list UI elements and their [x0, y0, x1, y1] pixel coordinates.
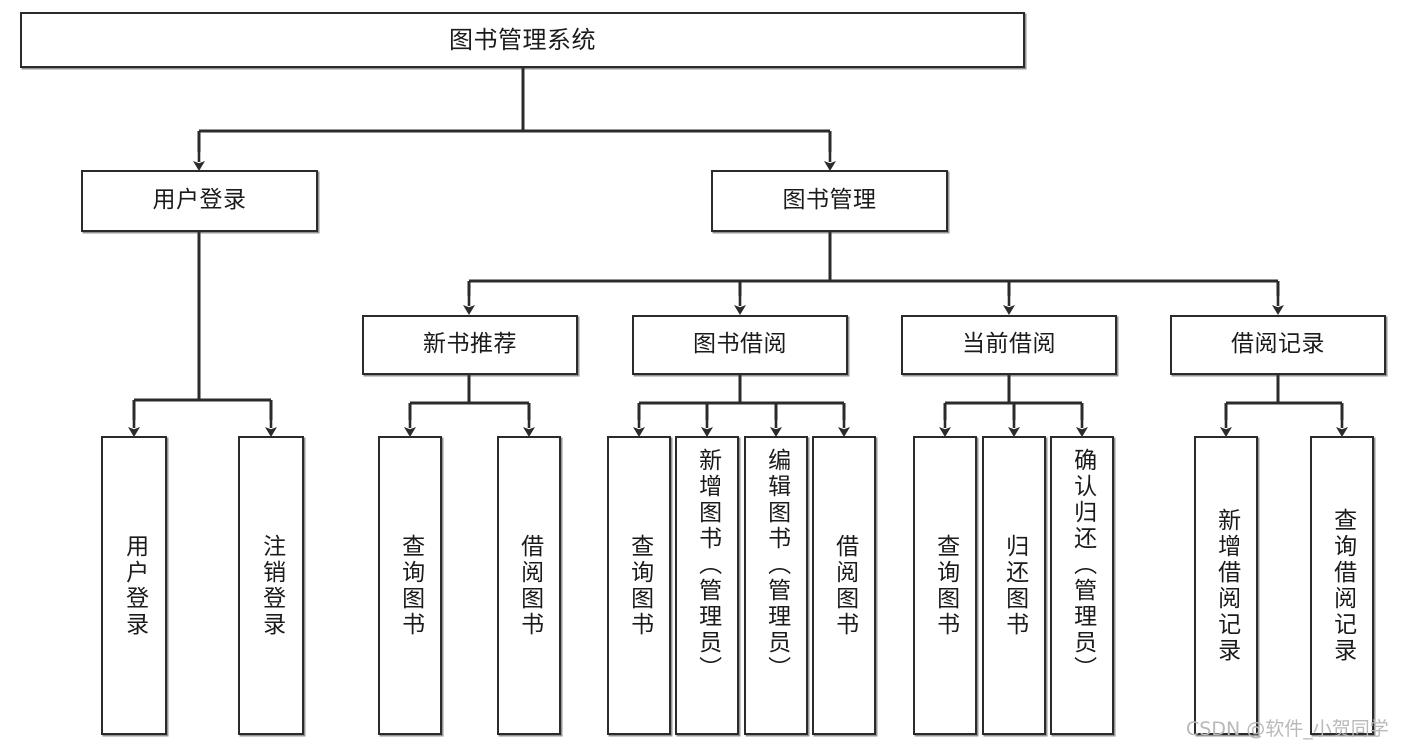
node-current-borrow[interactable]: 当前借阅 — [901, 315, 1117, 375]
leaf-query-book-borrow[interactable]: 查询图书 — [607, 436, 671, 735]
node-label: 借阅图书 — [516, 533, 543, 638]
node-label: 新增借阅记录 — [1213, 507, 1240, 664]
leaf-borrow-book-recommend[interactable]: 借阅图书 — [497, 436, 561, 735]
node-label: 查询借阅记录 — [1329, 507, 1356, 664]
node-new-book-recommend[interactable]: 新书推荐 — [362, 315, 578, 375]
node-label: 新书推荐 — [423, 331, 517, 358]
node-label: 借阅记录 — [1231, 331, 1325, 358]
leaf-add-book-admin[interactable]: 新增图书（管理员） — [675, 436, 739, 735]
watermark-text: CSDN @软件_小贺同学 — [1186, 718, 1389, 740]
node-user-login[interactable]: 用户登录 — [81, 170, 318, 232]
node-label: 当前借阅 — [962, 331, 1056, 358]
leaf-logout[interactable]: 注销登录 — [238, 436, 304, 735]
node-label: 图书借阅 — [693, 331, 787, 358]
node-label: 查询图书 — [932, 533, 959, 638]
node-label: 查询图书 — [626, 533, 653, 638]
leaf-query-book-current[interactable]: 查询图书 — [913, 436, 977, 735]
leaf-edit-book-admin[interactable]: 编辑图书（管理员） — [744, 436, 808, 735]
leaf-query-book-recommend[interactable]: 查询图书 — [378, 436, 442, 735]
node-label: 确认归还（管理员） — [1069, 448, 1096, 682]
node-label: 用户登录 — [152, 187, 247, 214]
node-label: 借阅图书 — [831, 533, 858, 638]
node-root-system[interactable]: 图书管理系统 — [20, 12, 1025, 68]
node-book-management[interactable]: 图书管理 — [711, 170, 948, 232]
node-book-borrow[interactable]: 图书借阅 — [632, 315, 848, 375]
leaf-add-borrow-record[interactable]: 新增借阅记录 — [1194, 436, 1258, 735]
node-label: 图书管理 — [782, 187, 877, 214]
node-label: 图书管理系统 — [449, 25, 596, 54]
leaf-user-login[interactable]: 用户登录 — [101, 436, 167, 735]
node-label: 新增图书（管理员） — [694, 448, 721, 682]
node-label: 查询图书 — [397, 533, 424, 638]
leaf-query-borrow-record[interactable]: 查询借阅记录 — [1310, 436, 1374, 735]
leaf-return-book[interactable]: 归还图书 — [982, 436, 1046, 735]
node-label: 注销登录 — [258, 533, 285, 638]
leaf-borrow-book[interactable]: 借阅图书 — [812, 436, 876, 735]
node-label: 编辑图书（管理员） — [763, 448, 790, 682]
leaf-confirm-return-admin[interactable]: 确认归还（管理员） — [1050, 436, 1114, 735]
node-label: 用户登录 — [121, 533, 148, 638]
node-label: 归还图书 — [1001, 533, 1028, 638]
node-borrow-records[interactable]: 借阅记录 — [1170, 315, 1386, 375]
